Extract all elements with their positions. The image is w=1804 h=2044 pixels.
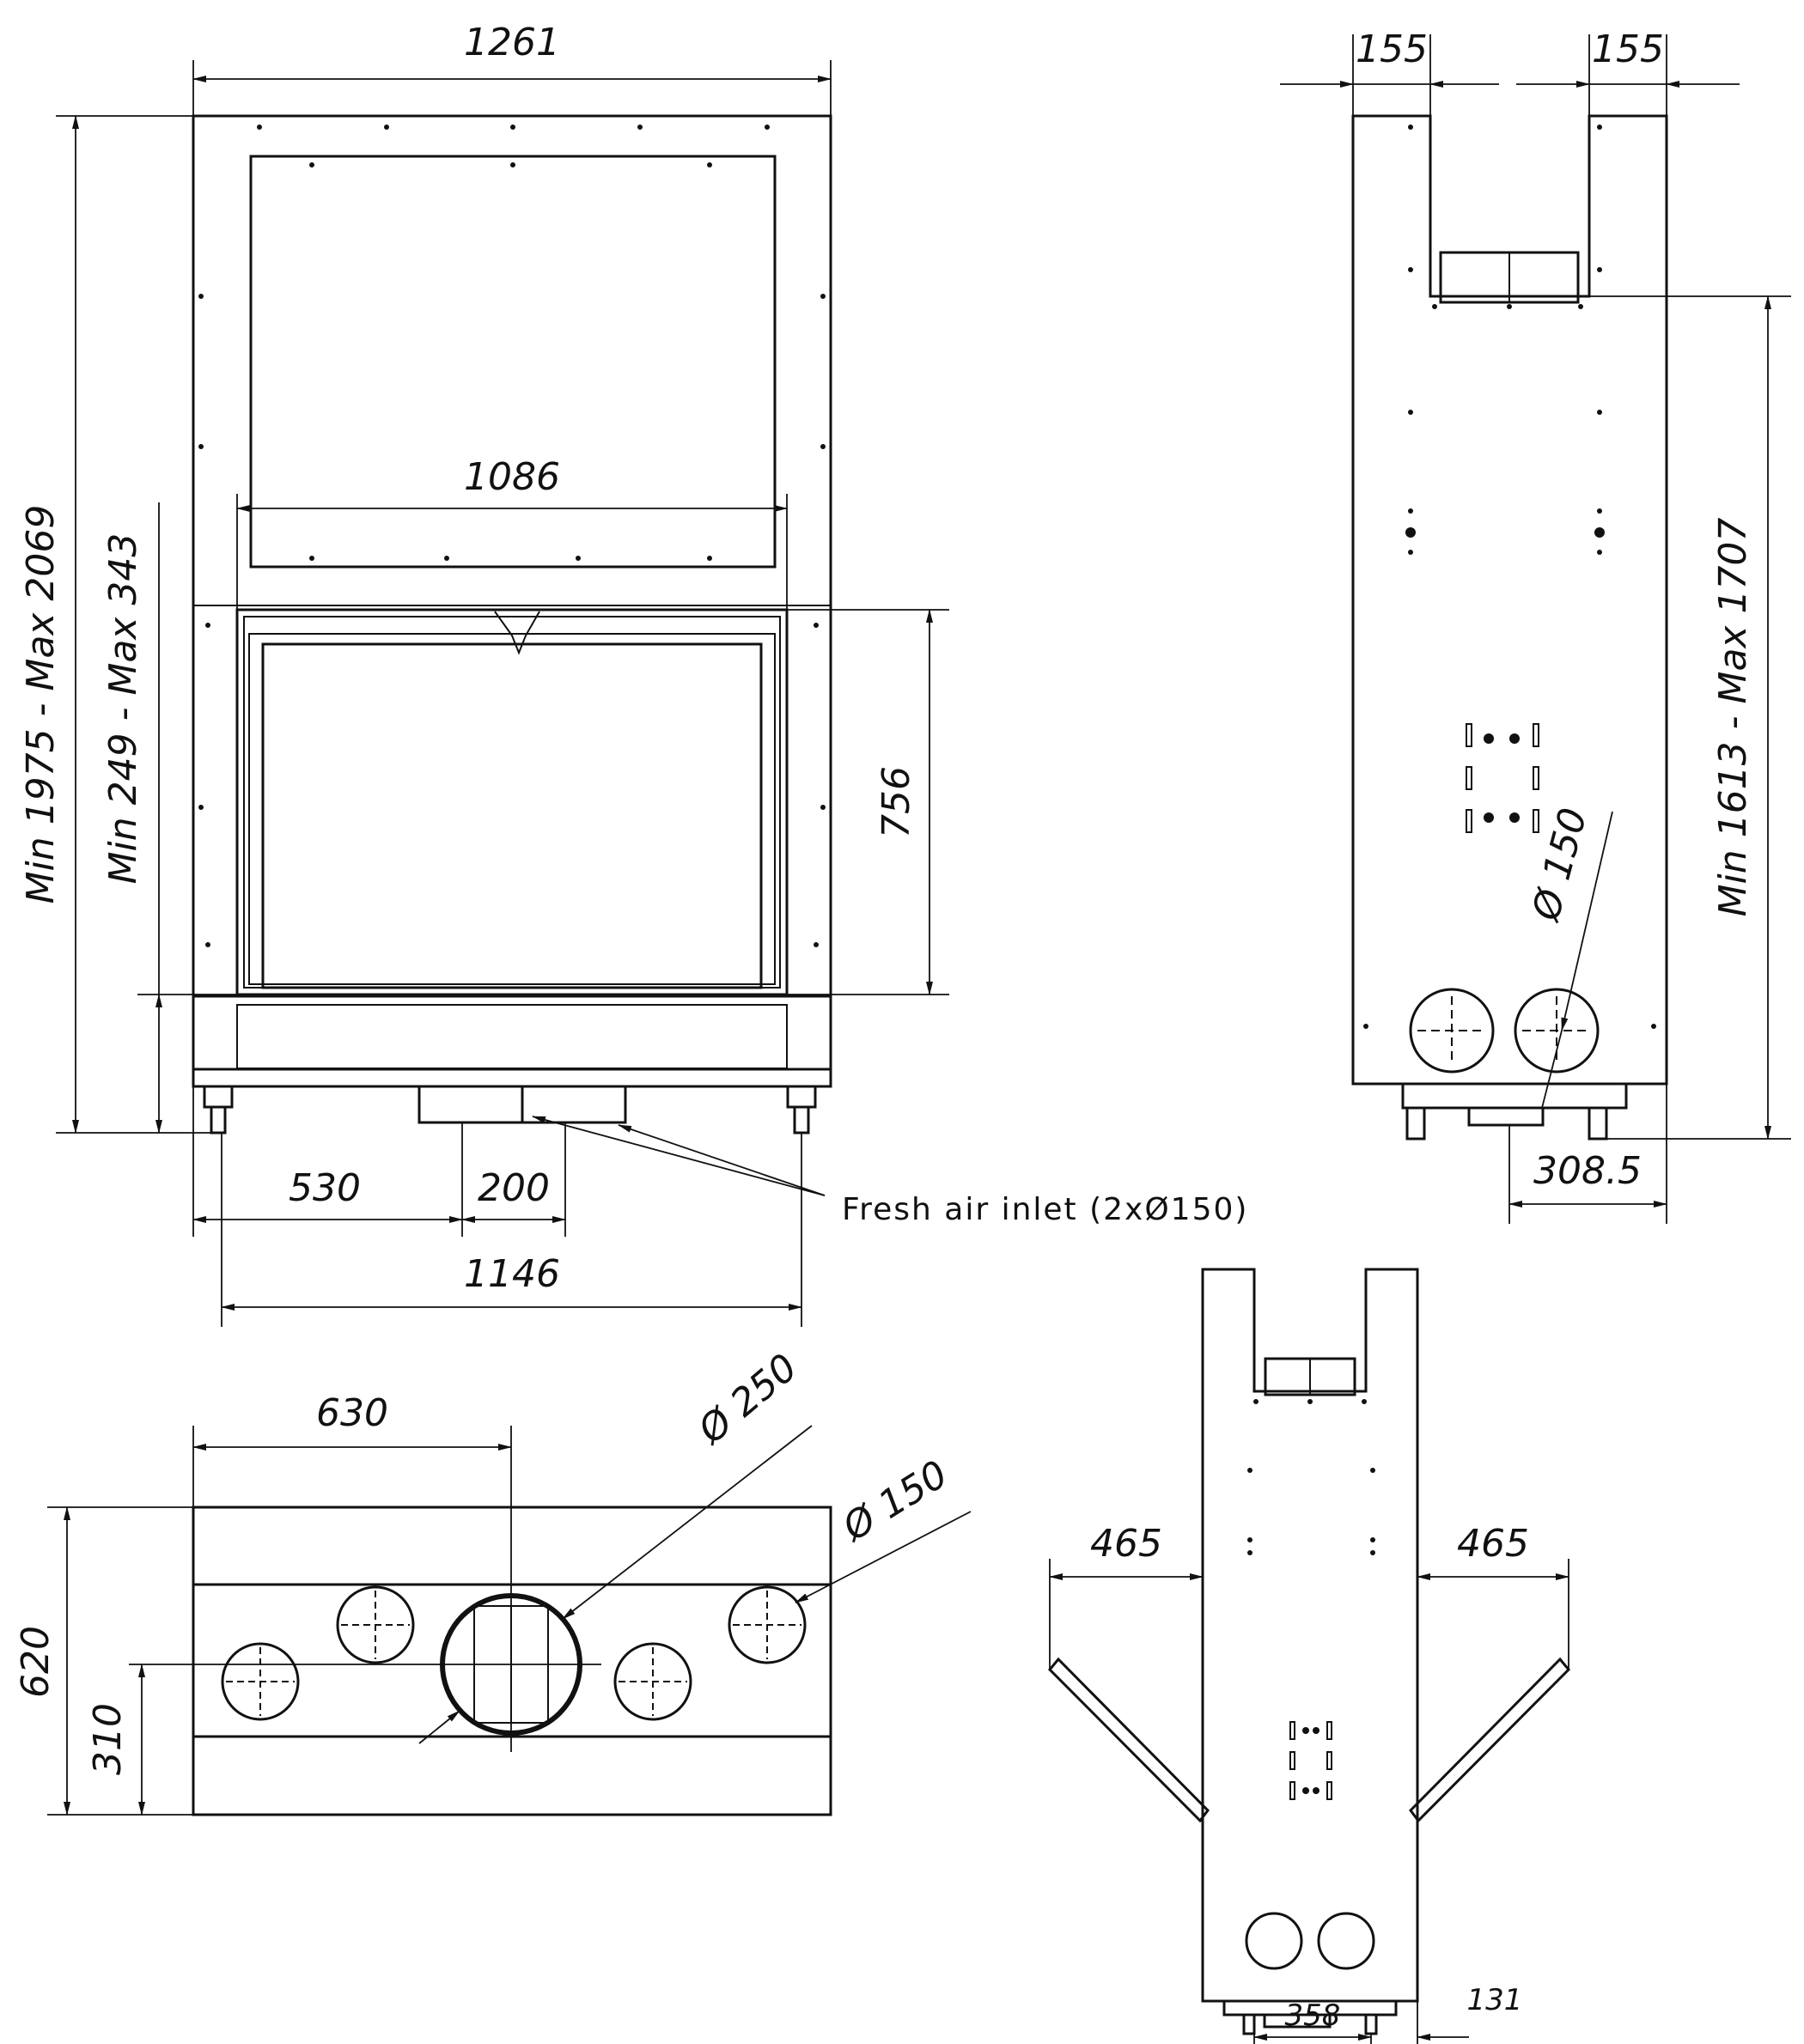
top-duct-4 (728, 1585, 807, 1664)
front-view: 1261 1086 756 Min 1975 - Max 2069 Min 24… (19, 21, 1248, 1327)
front-upper-panel (249, 155, 777, 569)
side-foot-right (1588, 1106, 1608, 1141)
foot-right (786, 1085, 817, 1109)
dim-height-door: 756 (875, 766, 918, 838)
rear-view: 465 465 358 131 (1047, 1268, 1571, 2044)
dim-center-offset: 630 (316, 1391, 388, 1435)
dim-width-overall: 1261 (464, 21, 560, 64)
dim-half-depth: 310 (86, 1703, 130, 1775)
side-duct-left (1409, 988, 1495, 1074)
dim-depth-left: 155 (1356, 27, 1428, 71)
front-glass (261, 642, 763, 989)
door-handle (494, 611, 540, 655)
foot-left (203, 1085, 234, 1109)
rear-duct-left (1245, 1912, 1303, 1970)
front-body-outline (192, 114, 832, 1088)
top-duct-2 (336, 1585, 415, 1664)
top-view: 630 620 310 Ø 250 Ø 150 (14, 1346, 972, 1816)
front-door-frame (235, 608, 789, 996)
rear-arm-right (1409, 1657, 1571, 1823)
top-body-outline (192, 1506, 832, 1816)
top-duct-diameter: Ø 150 (834, 1452, 955, 1551)
dim-arm-left: 465 (1090, 1522, 1162, 1566)
side-duct-right (1514, 988, 1600, 1074)
dim-height-base: Min 249 - Max 343 (101, 533, 145, 885)
dim-rear-base-offset: 131 (1467, 1983, 1523, 2017)
dim-inlet-spacing: 200 (478, 1166, 550, 1210)
dim-width-base: 1146 (464, 1252, 560, 1296)
top-duct-1 (221, 1642, 300, 1721)
dim-base-offset: 308.5 (1533, 1149, 1642, 1193)
dim-inlet-offset: 530 (289, 1166, 361, 1210)
top-duct-3 (613, 1642, 692, 1721)
side-duct-diameter: Ø 150 (1524, 804, 1596, 927)
dim-height-collar: Min 1613 - Max 1707 (1711, 518, 1755, 917)
side-view: 155 155 Min 1613 - Max 1707 Ø 150 308.5 (1280, 27, 1791, 1224)
side-foot-left (1405, 1106, 1426, 1141)
inlet-left (417, 1085, 524, 1124)
top-flue-diameter: Ø 250 (689, 1346, 806, 1454)
front-rivets (198, 125, 826, 947)
dim-base-width: 358 (1285, 1998, 1341, 2033)
dim-width-opening: 1086 (464, 455, 560, 499)
fresh-air-note: Fresh air inlet (2xØ150) (842, 1192, 1248, 1227)
inlet-right (521, 1085, 627, 1124)
dim-arm-right: 465 (1457, 1522, 1529, 1566)
dim-depth-right: 155 (1592, 27, 1664, 71)
side-bracket-pattern (1466, 723, 1539, 833)
rear-duct-right (1317, 1912, 1375, 1970)
dim-depth: 620 (14, 1626, 58, 1698)
dim-height-total: Min 1975 - Max 2069 (19, 505, 63, 904)
rear-arm-left (1047, 1657, 1210, 1823)
